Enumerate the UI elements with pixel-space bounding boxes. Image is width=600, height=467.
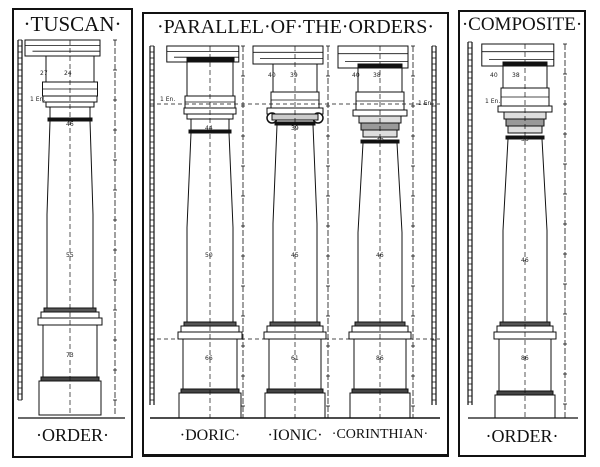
doric-dentil (195, 57, 199, 62)
ionic-cornice (252, 45, 324, 65)
tuscan-subtitle: ·ORDER· (36, 425, 109, 445)
composite-dentil (526, 61, 530, 66)
doric-dentil (219, 57, 223, 62)
corinthian-dim-top: 36 (376, 136, 384, 143)
corinthian-dim-b: 38 (373, 72, 381, 79)
composite-dim-a: 40 (490, 72, 498, 79)
tuscan-dim-top: 46 (66, 121, 74, 128)
doric-dentil (225, 57, 229, 62)
corinthian-dim-ped: 86 (376, 355, 384, 362)
ionic-pedestal-base (264, 392, 326, 419)
doric-dentil (210, 57, 214, 62)
doric-dentil (207, 57, 211, 62)
composite-dim-mid: 46 (521, 257, 529, 264)
composite-dentil (520, 61, 524, 66)
corinthian-dentil (384, 63, 388, 68)
doric-dentil (222, 57, 226, 62)
corinthian-pedestal-base (349, 392, 411, 419)
doric-dentil (198, 57, 202, 62)
composite-dentil (538, 61, 542, 66)
doric-dentil (192, 57, 196, 62)
doric-dentil (201, 57, 205, 62)
tuscan-panel (12, 8, 133, 458)
composite-panel (458, 10, 586, 457)
corinthian-dentil (366, 63, 370, 68)
corinthian-dentil (390, 63, 394, 68)
composite-dentil (529, 61, 533, 66)
ionic-dim-ped: 61 (291, 355, 299, 362)
corinthian-dentil (387, 63, 391, 68)
tuscan-cornice (24, 39, 101, 57)
corinthian-dentil (399, 63, 403, 68)
ionic-label: ·IONIC· (267, 427, 323, 444)
corinthian-dentil (360, 63, 364, 68)
composite-dentil (511, 61, 515, 66)
tuscan-dim-a: 27 (40, 70, 48, 77)
doric-label: ·DORIC· (179, 427, 241, 444)
corinthian-dentil (381, 63, 385, 68)
composite-title: ·COMPOSITE· (461, 14, 583, 35)
doric-pedestal-base (178, 392, 242, 419)
doric-dentil (216, 57, 220, 62)
corinthian-label: ·CORINTHIAN· (331, 427, 429, 442)
doric-dim-ped: 66 (205, 355, 213, 362)
doric-dim-en: 1 En. (160, 96, 176, 103)
tuscan-dim-ped: 73 (66, 352, 74, 359)
composite-dentil (502, 61, 506, 66)
doric-dentil (231, 57, 235, 62)
tuscan-dim-en: 1 En. (30, 96, 46, 103)
composite-dentil (508, 61, 512, 66)
ionic-pedestal-die (268, 338, 322, 390)
composite-dentil (544, 61, 548, 66)
doric-pedestal-die (182, 338, 238, 390)
tuscan-title: ·TUSCAN· (23, 12, 122, 36)
composite-dentil (535, 61, 539, 66)
ionic-dim-a: 40 (268, 72, 276, 79)
corinthian-dentil (393, 63, 397, 68)
doric-dentil (186, 57, 190, 62)
composite-subtitle: ·ORDER· (485, 426, 559, 446)
corinthian-dentil (369, 63, 373, 68)
composite-dentil (514, 61, 518, 66)
doric-dentil (204, 57, 208, 62)
composite-dim-top: 36 (521, 136, 529, 143)
corinthian-dentil (372, 63, 376, 68)
composite-dentil (541, 61, 545, 66)
parallel-panel (142, 12, 449, 457)
corinthian-dim-mid: 46 (376, 252, 384, 259)
corinthian-dentil (357, 63, 361, 68)
composite-dentil (517, 61, 521, 66)
ionic-dim-mid: 45 (291, 252, 299, 259)
corinthian-dentil (363, 63, 367, 68)
ionic-dim-top: 39 (291, 125, 299, 132)
parallel-title: ·PARALLEL·OF·THE·ORDERS· (156, 16, 435, 38)
corinthian-dentil (375, 63, 379, 68)
corinthian-dim-a: 40 (352, 72, 360, 79)
tuscan-dim-mid: 55 (66, 252, 74, 259)
composite-dim-ped: 86 (521, 355, 529, 362)
ionic-dim-b: 39 (290, 72, 298, 79)
composite-dim-en: 1 En. (485, 98, 501, 105)
composite-dim-b: 38 (512, 72, 520, 79)
corinthian-pedestal-die (353, 338, 407, 390)
doric-dim-mid: 50 (205, 252, 213, 259)
tuscan-dim-b: 24 (64, 70, 72, 77)
corinthian-dentil (396, 63, 400, 68)
doric-dentil (189, 57, 193, 62)
tuscan-shaft (46, 120, 94, 309)
doric-dim-top: 44 (205, 125, 213, 132)
composite-dentil (532, 61, 536, 66)
corinthian-dim-en: 1 En. (418, 100, 434, 107)
doric-dentil (213, 57, 217, 62)
composite-dentil (505, 61, 509, 66)
doric-dentil (228, 57, 232, 62)
